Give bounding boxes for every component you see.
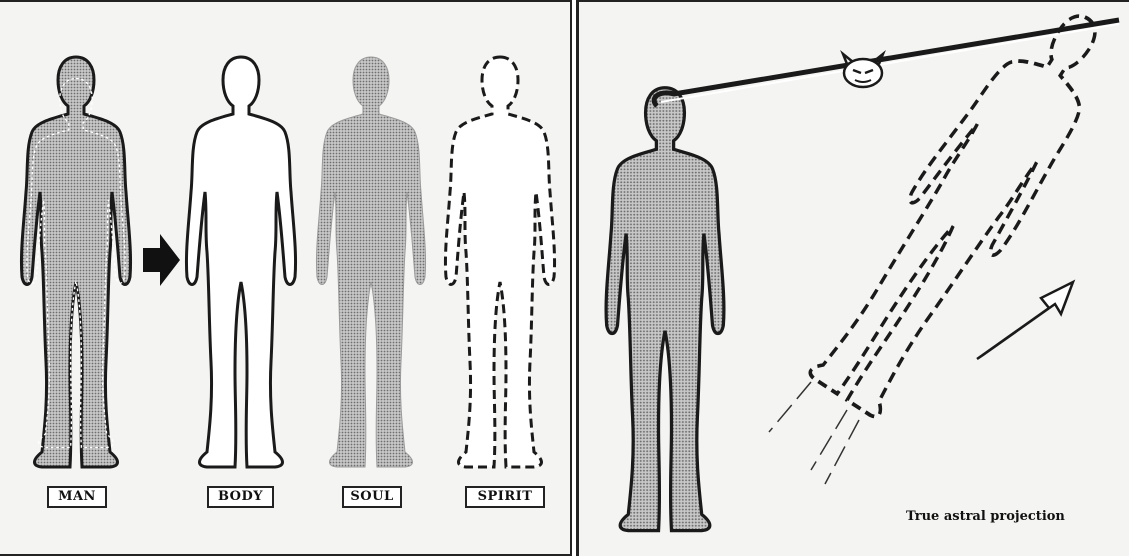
man-figure <box>21 57 130 467</box>
spirit-figure <box>445 57 554 467</box>
soul-label: SOUL <box>342 486 402 508</box>
body-label: BODY <box>207 486 274 508</box>
astral-projection-panel: True astral projection <box>576 0 1129 556</box>
body-figure <box>186 57 295 467</box>
soul-figure <box>316 57 425 467</box>
spirit-label: SPIRIT <box>465 486 545 508</box>
man-label: MAN <box>47 486 107 508</box>
caption: True astral projection <box>906 509 1065 524</box>
upward-arrow-icon <box>977 282 1073 359</box>
devil-icon <box>843 54 883 87</box>
physical-body-figure <box>606 88 724 531</box>
man-body-soul-spirit-panel: MAN BODY SOUL SPIRIT <box>0 0 572 556</box>
astral-projection-illustration <box>579 2 1129 558</box>
figures-illustration <box>0 2 572 558</box>
right-arrow-icon <box>143 234 180 286</box>
